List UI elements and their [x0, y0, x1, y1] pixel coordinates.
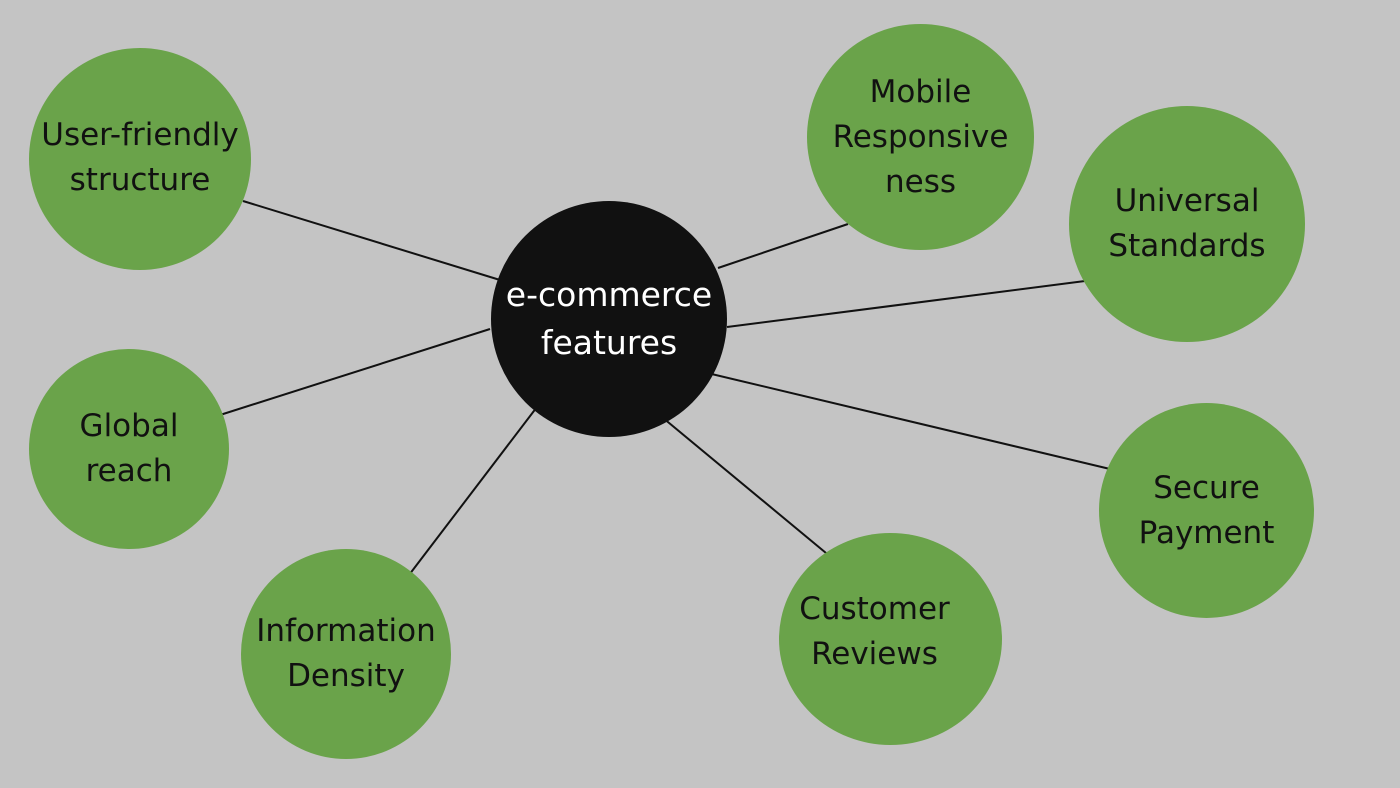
feature-label-universal: Universal Standards	[1108, 183, 1266, 264]
feature-label-mobile: Mobile Responsive ness	[832, 73, 1009, 200]
feature-label-customer: Customer Reviews	[799, 591, 950, 672]
connector-secure	[677, 365, 1111, 470]
feature-node-universal: Universal Standards	[1069, 106, 1305, 342]
connector-customer	[644, 402, 827, 554]
feature-label-global: Global reach	[79, 408, 179, 489]
hub-label: e-commerce features	[505, 275, 713, 362]
feature-node-secure: Secure Payment	[1099, 403, 1314, 618]
connector-user-friendly	[242, 200, 501, 281]
feature-node-information: Information Density	[241, 549, 451, 759]
feature-node-mobile: Mobile Responsive ness	[807, 24, 1034, 250]
feature-node-global: Global reach	[29, 349, 229, 549]
feature-node-user-friendly: User-friendly structure	[29, 48, 251, 270]
hub-node: e-commerce features	[491, 201, 727, 437]
connector-mobile	[717, 223, 849, 269]
feature-label-information: Information Density	[256, 613, 436, 694]
feature-label-user-friendly: User-friendly structure	[41, 117, 239, 198]
connector-universal	[726, 280, 1086, 328]
feature-label-secure: Secure Payment	[1138, 469, 1275, 551]
connector-information	[408, 402, 541, 576]
feature-node-customer: Customer Reviews	[779, 533, 1002, 745]
connector-global	[219, 328, 491, 416]
